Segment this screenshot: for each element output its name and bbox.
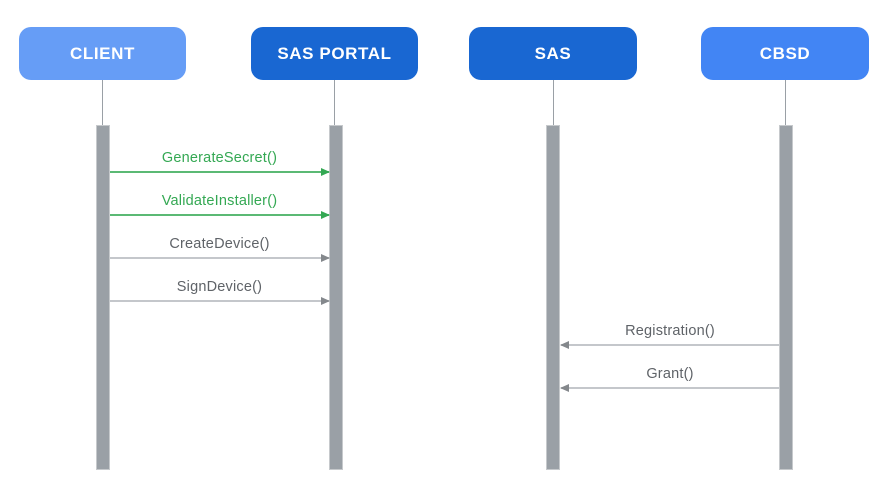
message-generate-secret: GenerateSecret(): [110, 149, 330, 176]
arrowhead-left-icon: [560, 384, 569, 392]
message-label: GenerateSecret(): [161, 150, 278, 166]
message-label: Registration(): [625, 323, 715, 339]
message-arrow-line: [110, 211, 330, 219]
message-arrow-line: [560, 341, 779, 349]
arrowhead-right-icon: [321, 168, 330, 176]
actor-label-cbsd: CBSD: [759, 43, 811, 63]
activation-bar-sas: [546, 125, 560, 470]
message-validate-installer: ValidateInstaller(): [110, 192, 330, 219]
arrowhead-right-icon: [321, 254, 330, 262]
actor-label-sas: SAS: [534, 43, 572, 63]
lifeline-sas-portal: [334, 80, 335, 125]
message-arrow-line: [560, 384, 779, 392]
lifeline-client: [102, 80, 103, 125]
activation-bar-cbsd: [779, 125, 793, 470]
message-label: SignDevice(): [176, 279, 263, 295]
message-grant: Grant(): [560, 365, 779, 392]
message-arrow-line: [110, 297, 330, 305]
lifeline-sas: [553, 80, 554, 125]
actor-label-sas-portal: SAS PORTAL: [277, 43, 392, 63]
message-label: ValidateInstaller(): [161, 193, 278, 209]
message-label: Grant(): [646, 366, 694, 382]
message-arrow-line: [110, 254, 330, 262]
activation-bar-sas-portal: [329, 125, 343, 470]
activation-bar-client: [96, 125, 110, 470]
arrowhead-left-icon: [560, 341, 569, 349]
message-registration: Registration(): [560, 322, 779, 349]
actor-label-client: CLIENT: [70, 43, 135, 63]
message-label: CreateDevice(): [169, 236, 270, 252]
message-arrow-line: [110, 168, 330, 176]
actor-box-cbsd: CBSD: [701, 27, 869, 80]
message-sign-device: SignDevice(): [110, 278, 330, 305]
arrowhead-right-icon: [321, 211, 330, 219]
actor-box-client: CLIENT: [19, 27, 186, 80]
lifeline-cbsd: [785, 80, 786, 125]
arrowhead-right-icon: [321, 297, 330, 305]
actor-box-sas-portal: SAS PORTAL: [251, 27, 418, 80]
message-create-device: CreateDevice(): [110, 235, 330, 262]
actor-box-sas: SAS: [469, 27, 637, 80]
